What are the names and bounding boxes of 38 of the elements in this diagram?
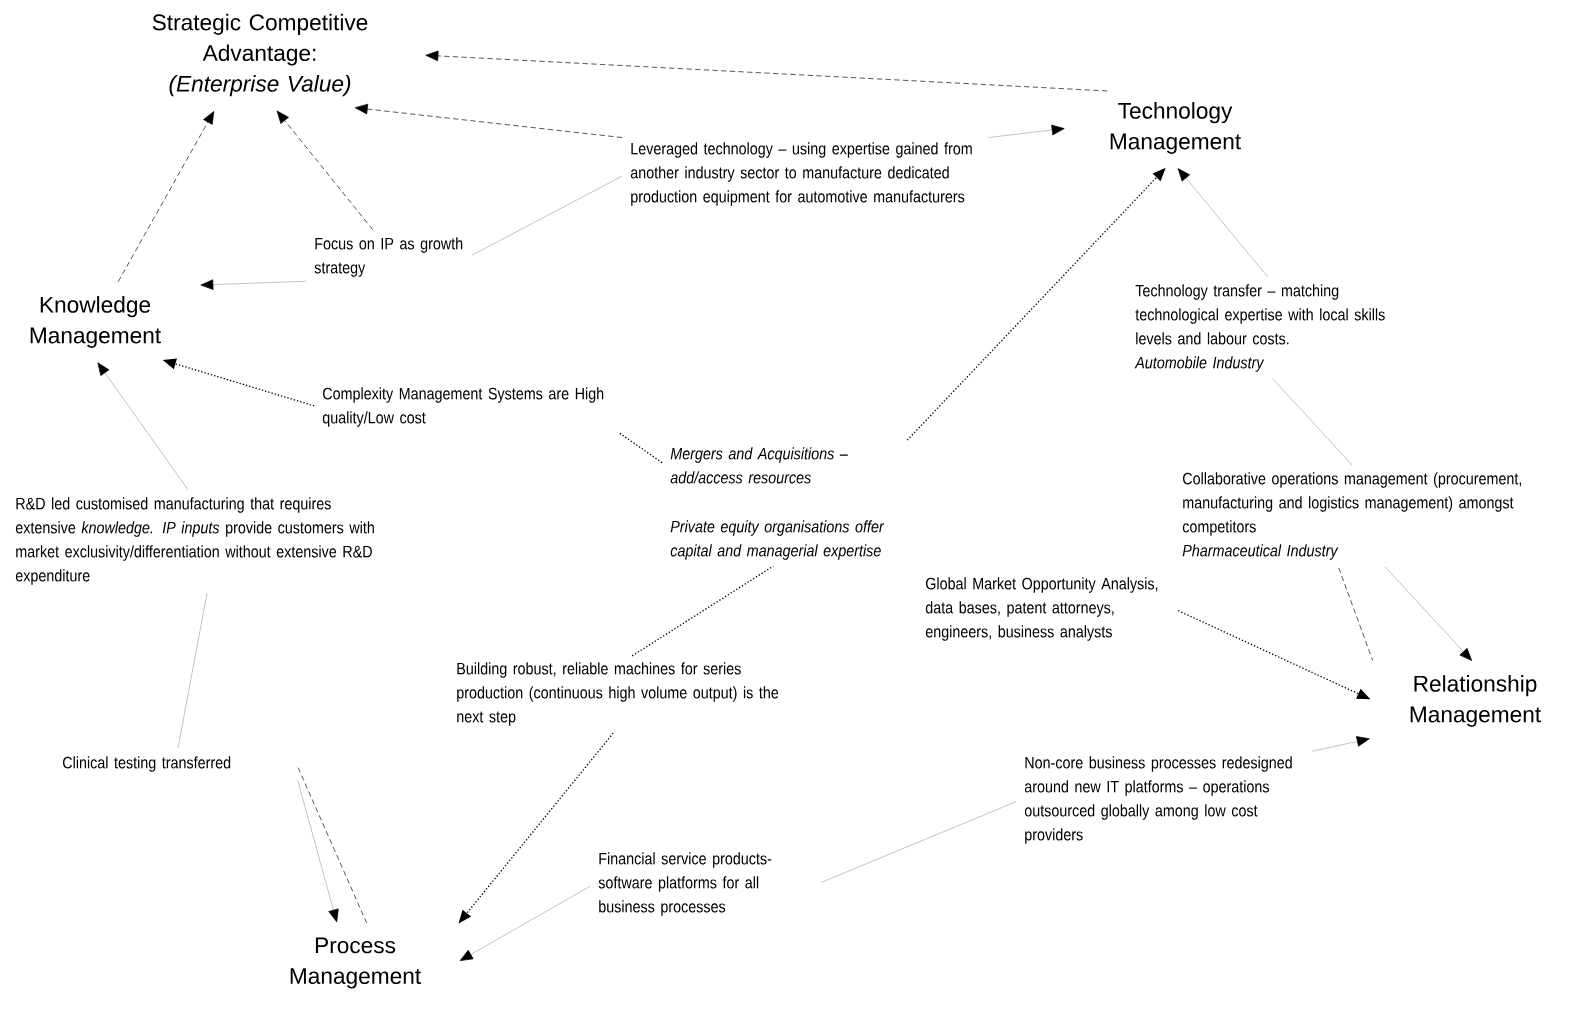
connector-line <box>631 565 774 657</box>
arrow <box>297 779 339 923</box>
concept-label: Relationship Management <box>1410 675 1541 727</box>
arrow <box>276 110 374 231</box>
concept-label: Strategic Competitive Advantage: (Enterprise Value) <box>152 13 368 97</box>
annotation-text: Building robust, reliable machines for series production (continuous high volume output) is the next step <box>457 662 779 726</box>
annotation-text: Focus on IP as growth strategy <box>314 237 463 277</box>
annotation-text: Collaborative operations management (procurement, manufacturing and logistics management) amongst competitors Pharmaceutical Industry <box>1182 472 1522 560</box>
connector-line <box>1272 378 1353 466</box>
connector-line <box>177 592 208 749</box>
concept-label: Technology Management <box>1110 102 1241 154</box>
arrow <box>1384 566 1473 661</box>
annotation-text: Global Market Opportunity Analysis, data bases, patent attorneys, engineers, business analysts <box>925 577 1158 641</box>
arrow <box>97 362 189 491</box>
connector-line <box>297 767 367 924</box>
connector-line <box>1338 567 1374 661</box>
arrow <box>988 124 1065 138</box>
connector-line <box>471 175 623 256</box>
concept-label: Process Management <box>290 937 421 989</box>
annotation-text: R&D led customised manufacturing that requires extensive knowledge. IP inputs provide customers with market exclusivity/differentiation without extensive R&D expenditure <box>15 497 374 585</box>
arrow <box>354 103 623 138</box>
concept-label: Knowledge Management <box>30 296 161 348</box>
annotation-text: Private equity organisations offer capital and managerial expertise <box>670 520 885 560</box>
connector-line <box>820 801 1017 883</box>
annotation-text: Leveraged technology – using expertise gained from another industry sector to manufacture dedicated production equipment for automotive manufacturers <box>630 142 972 206</box>
annotation-text: Mergers and Acquisitions – add/access resources <box>670 447 848 484</box>
annotation-text: Complexity Management Systems are High quality/Low cost <box>322 387 604 427</box>
annotation-text: Clinical testing transferred <box>63 756 231 772</box>
arrow <box>1312 736 1370 752</box>
connector-line <box>619 432 664 464</box>
arrow <box>459 885 591 961</box>
arrow <box>1177 168 1269 278</box>
annotation-text: Non-core business processes redesigned around new IT platforms – operations outsourced globally among low cost providers <box>1024 756 1292 844</box>
arrow <box>425 50 1108 92</box>
arrow <box>200 279 307 290</box>
arrow <box>117 111 215 282</box>
annotation-text: Technology transfer – matching technological expertise with local skills levels and labour costs. Automobile Industry <box>1134 284 1385 372</box>
annotation-text: Financial service products- software platforms for all business processes <box>598 852 772 916</box>
